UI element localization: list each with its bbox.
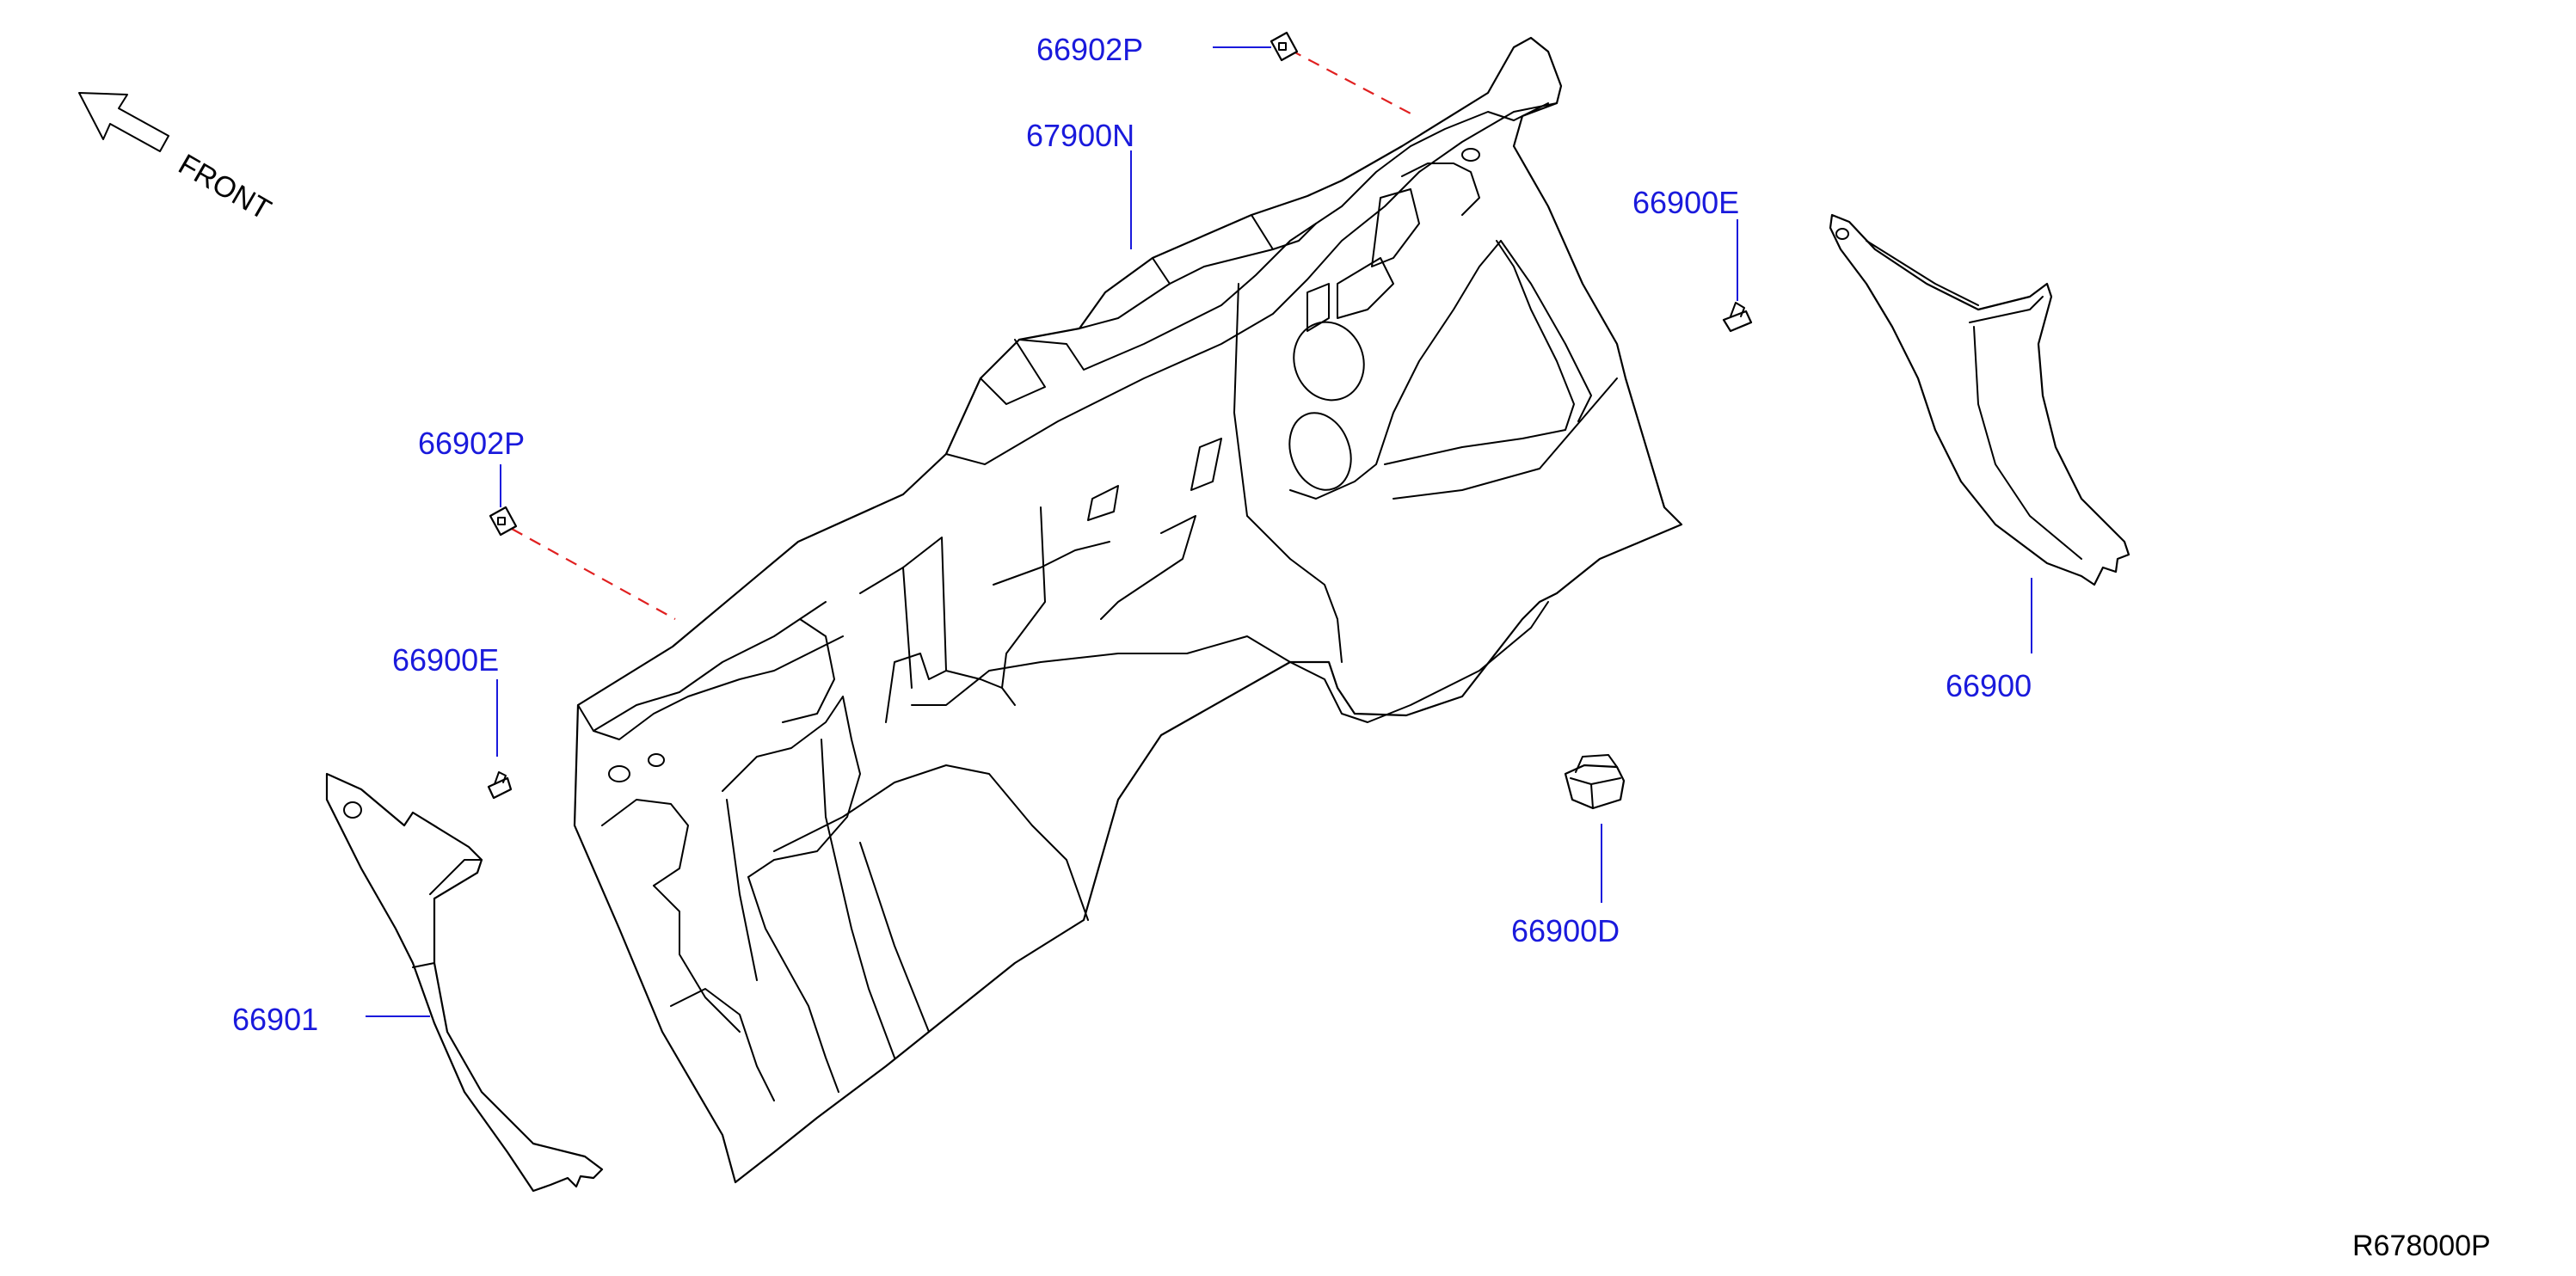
- clip-66902P-top[interactable]: [1270, 31, 1299, 62]
- dash-line-left: [511, 528, 676, 620]
- label-66902P-top[interactable]: 66902P: [1036, 32, 1143, 67]
- label-66901[interactable]: 66901: [232, 1002, 318, 1037]
- label-66900E-left[interactable]: 66900E: [392, 642, 499, 678]
- clip-66902P-left[interactable]: [489, 506, 518, 537]
- label-67900N[interactable]: 67900N: [1026, 118, 1134, 153]
- dash-insulator-67900N[interactable]: [573, 36, 1683, 1184]
- clip-66900D[interactable]: [1564, 754, 1626, 810]
- diagram-reference-code: R678000P: [2352, 1230, 2491, 1262]
- dash-line-top: [1289, 49, 1411, 114]
- front-arrow-icon: [78, 92, 169, 152]
- label-66900E-right[interactable]: 66900E: [1632, 185, 1739, 220]
- front-label: FRONT: [173, 148, 276, 226]
- pin-66900E-left[interactable]: [487, 771, 513, 800]
- label-66900[interactable]: 66900: [1946, 668, 2032, 703]
- label-66900D[interactable]: 66900D: [1511, 913, 1620, 948]
- trim-66901[interactable]: [325, 772, 604, 1193]
- pin-66900E-right[interactable]: [1722, 302, 1753, 333]
- trim-66900[interactable]: [1829, 213, 2130, 586]
- label-66902P-left[interactable]: 66902P: [418, 426, 525, 461]
